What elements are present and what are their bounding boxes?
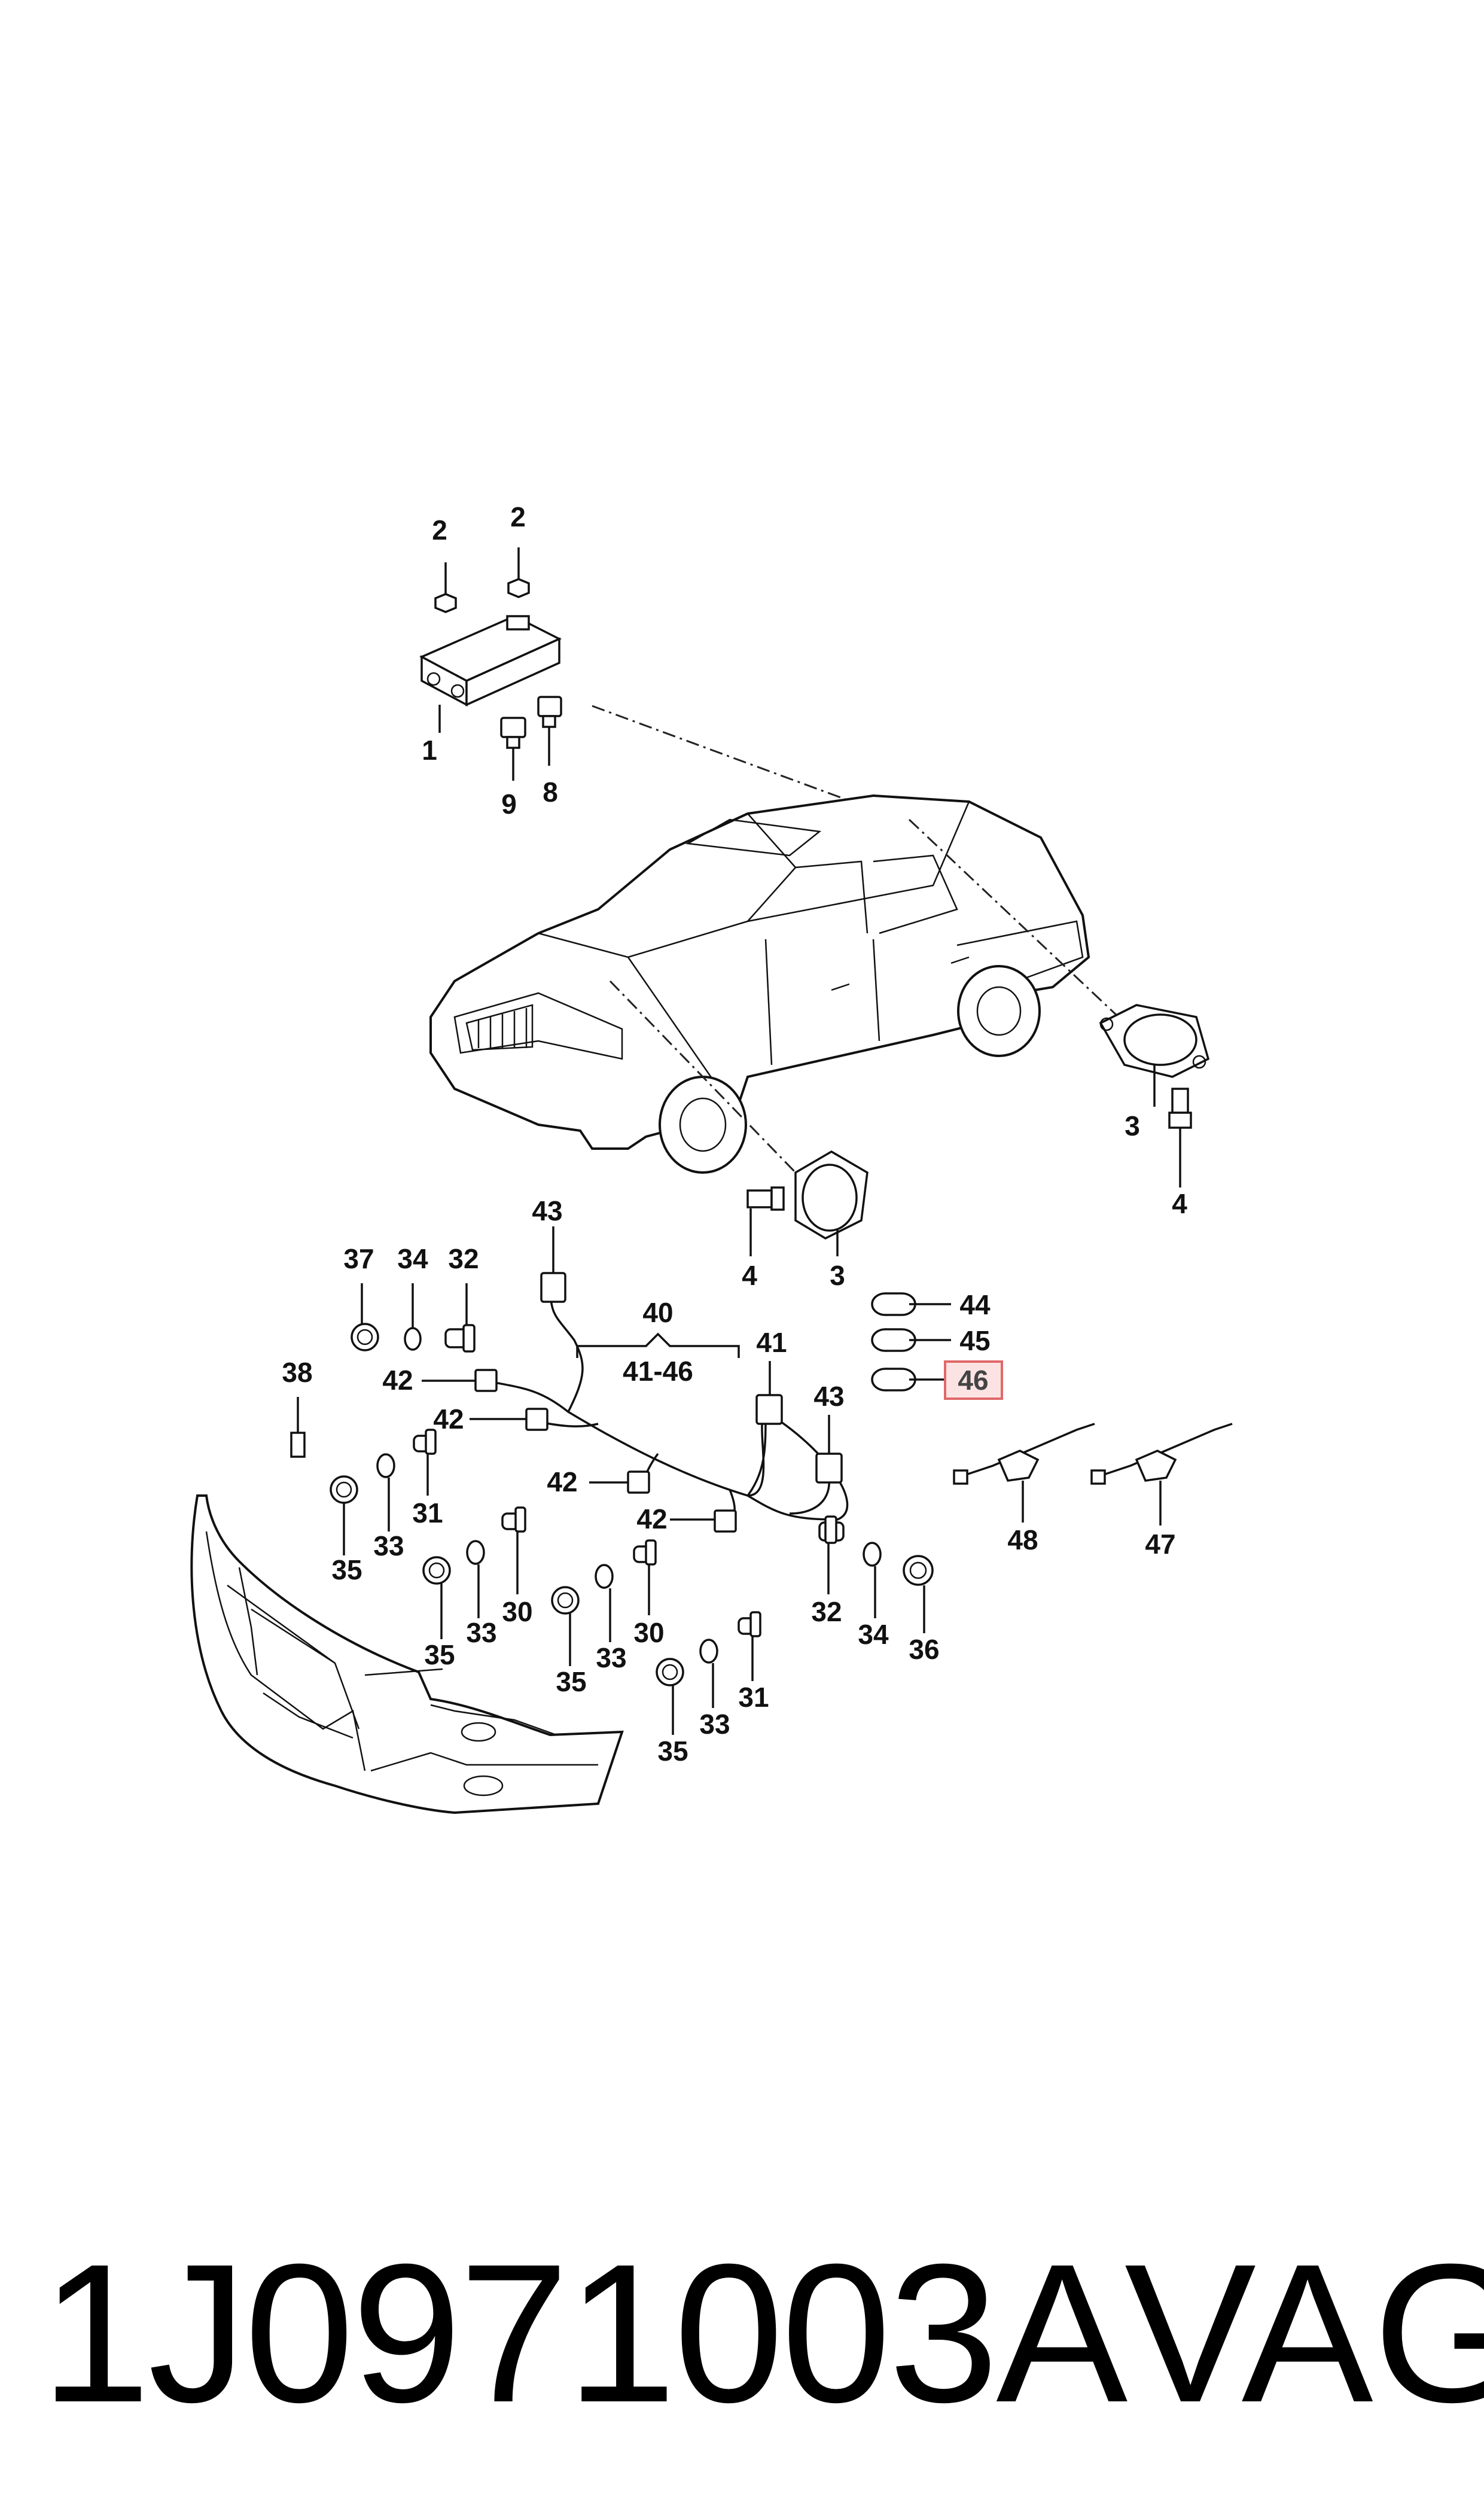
connector-9 [500,717,526,749]
sleeve-44 [871,1292,916,1316]
callout-41-46: 41-46 [623,1356,693,1387]
footer: 1J0971003A VAG [0,2213,1484,2453]
callout-42-c: 42 [547,1466,577,1497]
callout-30-a: 30 [502,1596,532,1627]
cable-tie-47 [1090,1423,1233,1485]
callout-38: 38 [282,1357,312,1388]
connector-42-b [525,1408,548,1431]
part-number: 1J0971003A [41,2222,1128,2443]
connector-41 [755,1394,783,1425]
holder-35-b [422,1556,451,1585]
callout-46: 46 [958,1365,988,1396]
sensor-31-b [738,1611,761,1637]
bolt-rear [1168,1088,1192,1129]
connector-42-a [474,1369,498,1392]
callout-4-rear: 4 [1172,1188,1187,1219]
holder-35-c [551,1586,580,1615]
o-ring-33-d [699,1639,718,1664]
o-ring-33-a [376,1453,395,1478]
callout-33-a: 33 [373,1530,404,1561]
sleeve-46 [871,1368,916,1392]
callout-44: 44 [959,1289,991,1320]
o-ring-33-c [595,1564,614,1589]
callout-2-left: 2 [432,514,447,546]
car-illustration [429,794,1090,1174]
callout-31-a: 31 [412,1497,443,1529]
callout-31-b: 31 [738,1682,769,1713]
callout-32-left: 32 [448,1243,479,1274]
cable-tie-48 [953,1423,1095,1485]
callout-42-a: 42 [382,1365,413,1396]
connector-42-d [714,1509,737,1533]
callout-33-d: 33 [699,1709,730,1740]
brand-name: VAG [1125,2222,1484,2443]
callout-2-right: 2 [510,501,526,532]
callout-35-b: 35 [424,1639,455,1670]
callout-9: 9 [501,788,517,820]
callout-42-b: 42 [433,1403,464,1435]
callout-43-top: 43 [532,1195,562,1226]
nut-2-right [507,578,530,598]
callout-3-rear: 3 [1125,1110,1140,1141]
callout-30-b: 30 [633,1617,664,1648]
o-ring-34-right [863,1542,882,1567]
callout-47: 47 [1145,1529,1175,1560]
callout-8: 8 [543,777,558,808]
holder-35-d [656,1658,684,1686]
sensor-holder-37 [351,1323,379,1351]
callout-40: 40 [642,1297,673,1328]
nut-2-left [434,593,457,613]
sensor-32-right [818,1515,845,1544]
callout-32-right: 32 [811,1596,842,1627]
connector-43-top [540,1272,566,1303]
sensor-31-a [413,1429,437,1455]
callout-45: 45 [959,1325,990,1356]
sensor-30-b [633,1539,657,1566]
callout-43-right: 43 [813,1381,844,1412]
callout-41: 41 [756,1327,787,1358]
holder-35-a [330,1475,358,1504]
callout-33-b: 33 [466,1617,496,1648]
sensor-30-a [501,1506,526,1533]
connector-42-c [627,1470,650,1494]
highlight-box-46 [944,1360,1003,1400]
o-ring-34-left [404,1327,422,1351]
bracket-38 [290,1432,306,1458]
holder-36 [903,1555,934,1586]
callout-35-d: 35 [657,1735,688,1767]
callout-35-a: 35 [331,1554,362,1585]
connector-43-right [815,1453,843,1484]
sensor-32-left [444,1324,476,1353]
o-ring-33-b [466,1540,485,1565]
sleeve-45 [871,1328,916,1352]
callout-1: 1 [422,735,437,766]
control-unit [419,615,562,707]
connector-8 [537,696,562,728]
callout-42-d: 42 [636,1503,667,1534]
front-bumper [190,1494,624,1814]
callout-34-right: 34 [858,1619,889,1650]
callout-34-left: 34 [397,1243,428,1274]
callout-33-c: 33 [596,1642,626,1673]
callout-3-front: 3 [830,1260,845,1291]
callout-36: 36 [909,1634,939,1665]
bolt-front [746,1186,785,1211]
buzzer-front [794,1150,869,1240]
callout-35-c: 35 [556,1666,586,1697]
buzzer-rear [1099,1004,1210,1078]
callout-4-front: 4 [742,1260,757,1291]
callout-48: 48 [1007,1524,1038,1555]
callout-37: 37 [343,1243,374,1274]
